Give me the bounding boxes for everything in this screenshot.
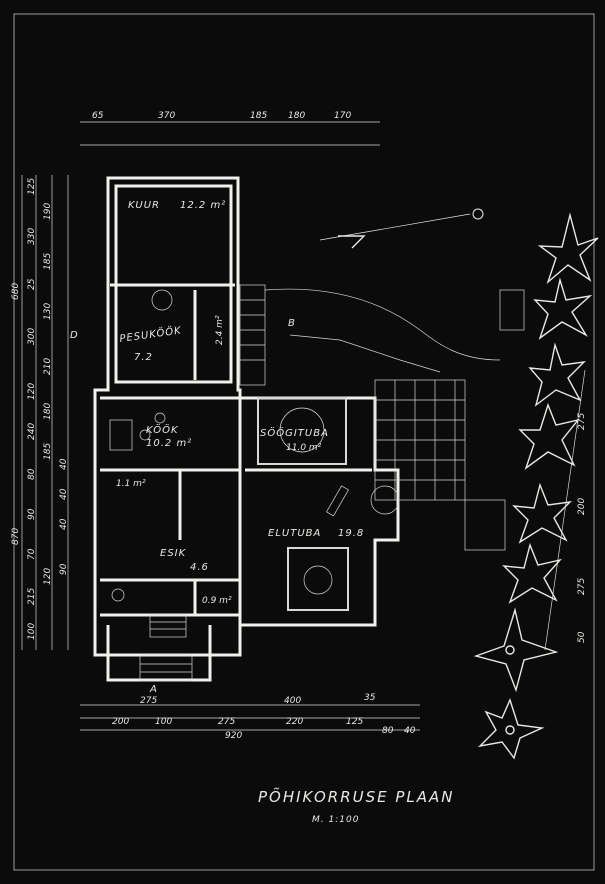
dim-bottom-total: 920 <box>225 731 242 741</box>
marker-a: A <box>149 684 158 695</box>
room-closet-area: 0.9 m² <box>202 596 232 606</box>
room-pesukook-area: 7.2 <box>134 352 153 363</box>
dim-top-4: 170 <box>334 111 351 121</box>
dim-top-2: 185 <box>250 111 267 121</box>
dim-bottom-r1-0: 275 <box>140 696 157 706</box>
dim-bottom-r1-2: 35 <box>364 693 376 703</box>
room-kook-area: 10.2 m² <box>146 438 192 449</box>
dim-bottom-r2-4: 125 <box>346 717 363 727</box>
marker-b: B <box>288 318 296 329</box>
room-elutuba-name: ELUTUBA <box>268 528 321 539</box>
dim-left-outer-0: 680 <box>11 283 21 300</box>
dim-bottom-r2-6: 40 <box>404 726 416 736</box>
entrance-steps <box>139 614 193 682</box>
svg-text:125: 125 <box>27 178 37 195</box>
dim-line-right <box>544 369 586 651</box>
dim-bottom-r2-3: 220 <box>286 717 303 727</box>
dim-right-3: 50 <box>577 631 587 643</box>
svg-text:100: 100 <box>27 623 37 640</box>
room-soogituba-area: 11.0 m² <box>286 443 322 453</box>
dim-right-2: 275 <box>577 578 587 595</box>
svg-text:40: 40 <box>59 488 69 500</box>
room-esik-area: 4.6 <box>190 562 209 573</box>
sheet-border <box>13 13 595 871</box>
dim-bottom-r2-2: 275 <box>218 717 235 727</box>
room-esik-name: ESIK <box>160 548 187 559</box>
svg-text:70: 70 <box>27 548 37 560</box>
svg-text:120: 120 <box>43 568 53 585</box>
drawing-title: PÕHIKORRUSE PLAAN <box>258 787 455 806</box>
room-kuur-name: KUUR <box>128 200 160 211</box>
marker-d: D <box>70 330 79 341</box>
room-elutuba-area: 19.8 <box>338 528 364 539</box>
room-soogituba-name: SÖÖGITUBA <box>260 426 329 439</box>
furniture <box>109 289 400 611</box>
room-pesukook-name: PESUKÖÖK <box>119 323 183 345</box>
svg-text:185: 185 <box>43 253 53 270</box>
drawing-scale: M. 1:100 <box>312 815 359 825</box>
svg-text:40: 40 <box>59 518 69 530</box>
sun-symbol <box>319 208 484 249</box>
svg-text:120: 120 <box>27 383 37 400</box>
room-store-area: 2.4 m² <box>215 315 225 345</box>
svg-text:330: 330 <box>27 228 37 245</box>
svg-text:210: 210 <box>43 358 53 375</box>
svg-text:90: 90 <box>27 508 37 520</box>
svg-text:300: 300 <box>27 328 37 345</box>
svg-text:90: 90 <box>59 563 69 575</box>
building-walls <box>93 176 400 682</box>
dim-left-col1: 125 330 25 300 120 240 80 90 70 215 100 <box>27 178 37 640</box>
svg-text:130: 130 <box>43 303 53 320</box>
dim-bottom-r1-1: 400 <box>284 696 301 706</box>
tree-symbols <box>473 212 599 760</box>
dim-bottom-r2-5: 80 <box>382 726 394 736</box>
room-kook-name: KÖÖK <box>146 423 179 436</box>
dim-bottom-r2-0: 200 <box>112 717 129 727</box>
room-wc-area: 1.1 m² <box>116 479 146 489</box>
dim-right-1: 200 <box>577 498 587 515</box>
dim-left-outer-1: 870 <box>11 528 21 545</box>
dim-top-1: 370 <box>158 111 175 121</box>
svg-text:240: 240 <box>27 423 37 440</box>
svg-text:185: 185 <box>43 443 53 460</box>
dim-right-0: 275 <box>577 413 587 430</box>
svg-text:215: 215 <box>27 588 37 605</box>
dim-top-0: 65 <box>92 111 104 121</box>
room-kuur-area: 12.2 m² <box>180 200 226 211</box>
svg-text:190: 190 <box>43 203 53 220</box>
svg-text:25: 25 <box>27 278 37 290</box>
svg-text:180: 180 <box>43 403 53 420</box>
dim-left-col2: 190 185 130 210 180 185 40 40 40 120 90 <box>43 203 69 585</box>
dim-bottom-r2-1: 100 <box>155 717 172 727</box>
svg-text:80: 80 <box>27 468 37 480</box>
dim-top-3: 180 <box>288 111 305 121</box>
terrace-grid <box>239 284 525 551</box>
svg-text:40: 40 <box>59 458 69 470</box>
